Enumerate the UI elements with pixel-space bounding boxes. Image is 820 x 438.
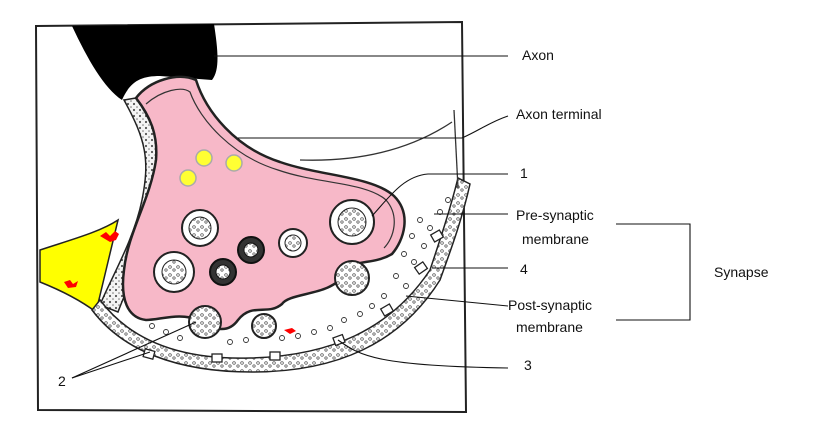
postsynaptic-band [91, 176, 471, 373]
background-curve [453, 109, 459, 189]
label-1: 1 [520, 165, 528, 181]
synaptic-vesicle [209, 258, 237, 286]
synaptic-vesicle [153, 251, 195, 293]
label-postsynaptic-1: Post-synaptic [508, 297, 592, 313]
fusing-vesicle [251, 313, 277, 339]
label-synapse: Synapse [714, 264, 769, 280]
leader-2b [71, 351, 151, 379]
label-postsynaptic-2: membrane [516, 319, 583, 335]
label-axon-terminal: Axon terminal [516, 106, 602, 122]
leader-1 [371, 173, 508, 217]
leader-postsynaptic [405, 295, 509, 307]
receptor-patch [284, 328, 296, 334]
glial-cell [39, 218, 120, 314]
small-vesicle [225, 154, 243, 172]
synaptic-vesicle [237, 236, 265, 264]
receptor-patch [100, 231, 119, 242]
receptor-channel [429, 229, 445, 243]
leader-2a [71, 321, 197, 379]
receptor-patch [64, 280, 78, 288]
leader-axon-terminal-b [461, 115, 509, 139]
receptor-channel [142, 348, 156, 360]
label-axon: Axon [522, 47, 554, 63]
neurotransmitters [149, 197, 451, 345]
leader-3 [337, 339, 509, 369]
background-curve [299, 121, 453, 161]
small-vesicle [195, 149, 213, 167]
receptor-channel [379, 303, 395, 317]
synaptic-vesicle [329, 199, 375, 245]
label-presynaptic-1: Pre-synaptic [516, 207, 594, 223]
fusing-vesicle [188, 305, 222, 339]
receptor-channel [413, 260, 429, 276]
receptor-channel [211, 353, 223, 363]
receptor-channel [269, 351, 281, 361]
synaptic-vesicle [278, 228, 308, 258]
fusing-vesicle [334, 260, 370, 296]
small-vesicle [179, 169, 197, 187]
label-4: 4 [520, 261, 528, 277]
synapse-bracket [616, 223, 691, 321]
label-3: 3 [524, 357, 532, 373]
presynaptic-membrane [145, 88, 395, 249]
axon-body [72, 24, 218, 100]
label-presynaptic-2: membrane [522, 231, 589, 247]
label-2: 2 [58, 373, 66, 389]
synaptic-vesicle [181, 209, 219, 247]
